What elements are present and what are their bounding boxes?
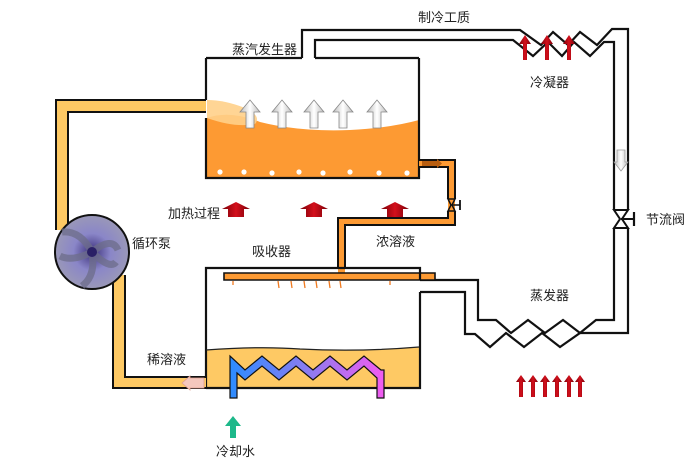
refrigerant-pipe <box>206 27 630 349</box>
heat-arrow-icon <box>552 375 562 397</box>
label-refrigerant: 制冷工质 <box>418 11 470 26</box>
strong-solution-pipe <box>223 159 461 289</box>
weak-solution-pipe <box>55 99 206 391</box>
vapor-arrow-icon <box>366 99 388 129</box>
vapor-arrow-icon <box>239 99 261 129</box>
label-condenser: 冷凝器 <box>530 75 569 91</box>
throttle-valve[interactable] <box>612 209 636 229</box>
heat-arrow-icon <box>541 35 553 60</box>
label-absorber: 吸收器 <box>252 245 291 260</box>
spray-drops <box>232 280 391 289</box>
steam-generator <box>204 58 421 180</box>
heating-arrows <box>222 202 409 217</box>
label-generator: 蒸汽发生器 <box>232 42 297 58</box>
label-weak-solution: 稀溶液 <box>147 353 186 368</box>
heat-arrow-icon <box>564 375 574 397</box>
heating-arrow-icon <box>222 202 250 217</box>
flow-left-arrow-icon <box>181 375 205 391</box>
evaporator-heat-arrows <box>516 375 585 397</box>
vapor-arrows <box>239 99 388 129</box>
vapor-arrow-icon <box>303 99 325 129</box>
heat-arrow-icon <box>540 375 550 397</box>
heat-arrow-icon <box>563 35 575 60</box>
label-strong-solution: 浓溶液 <box>376 235 415 250</box>
label-pump: 循环泵 <box>132 237 171 252</box>
label-throttle-valve: 节流阀 <box>646 213 685 228</box>
cooling-coil <box>229 354 385 399</box>
heating-arrow-icon <box>381 202 409 217</box>
cooling-water-arrow-icon <box>225 416 241 438</box>
circulation-pump[interactable] <box>54 214 130 290</box>
heat-arrow-icon <box>528 375 538 397</box>
label-evaporator: 蒸发器 <box>530 288 569 304</box>
heat-arrow-icon <box>519 35 531 60</box>
vapor-arrow-icon <box>271 99 293 129</box>
bubble-row <box>217 169 410 176</box>
flow-down-arrow-icon <box>613 149 629 172</box>
label-cooling-water: 冷却水 <box>216 445 255 460</box>
label-heating-process: 加热过程 <box>168 207 220 222</box>
solution-valve[interactable] <box>446 198 461 212</box>
heating-arrow-icon <box>300 202 328 217</box>
heat-arrow-icon <box>516 375 526 397</box>
heat-arrow-icon <box>575 375 585 397</box>
vapor-arrow-icon <box>332 99 354 129</box>
absorber <box>204 266 422 399</box>
condenser-heat-arrows <box>519 35 575 60</box>
